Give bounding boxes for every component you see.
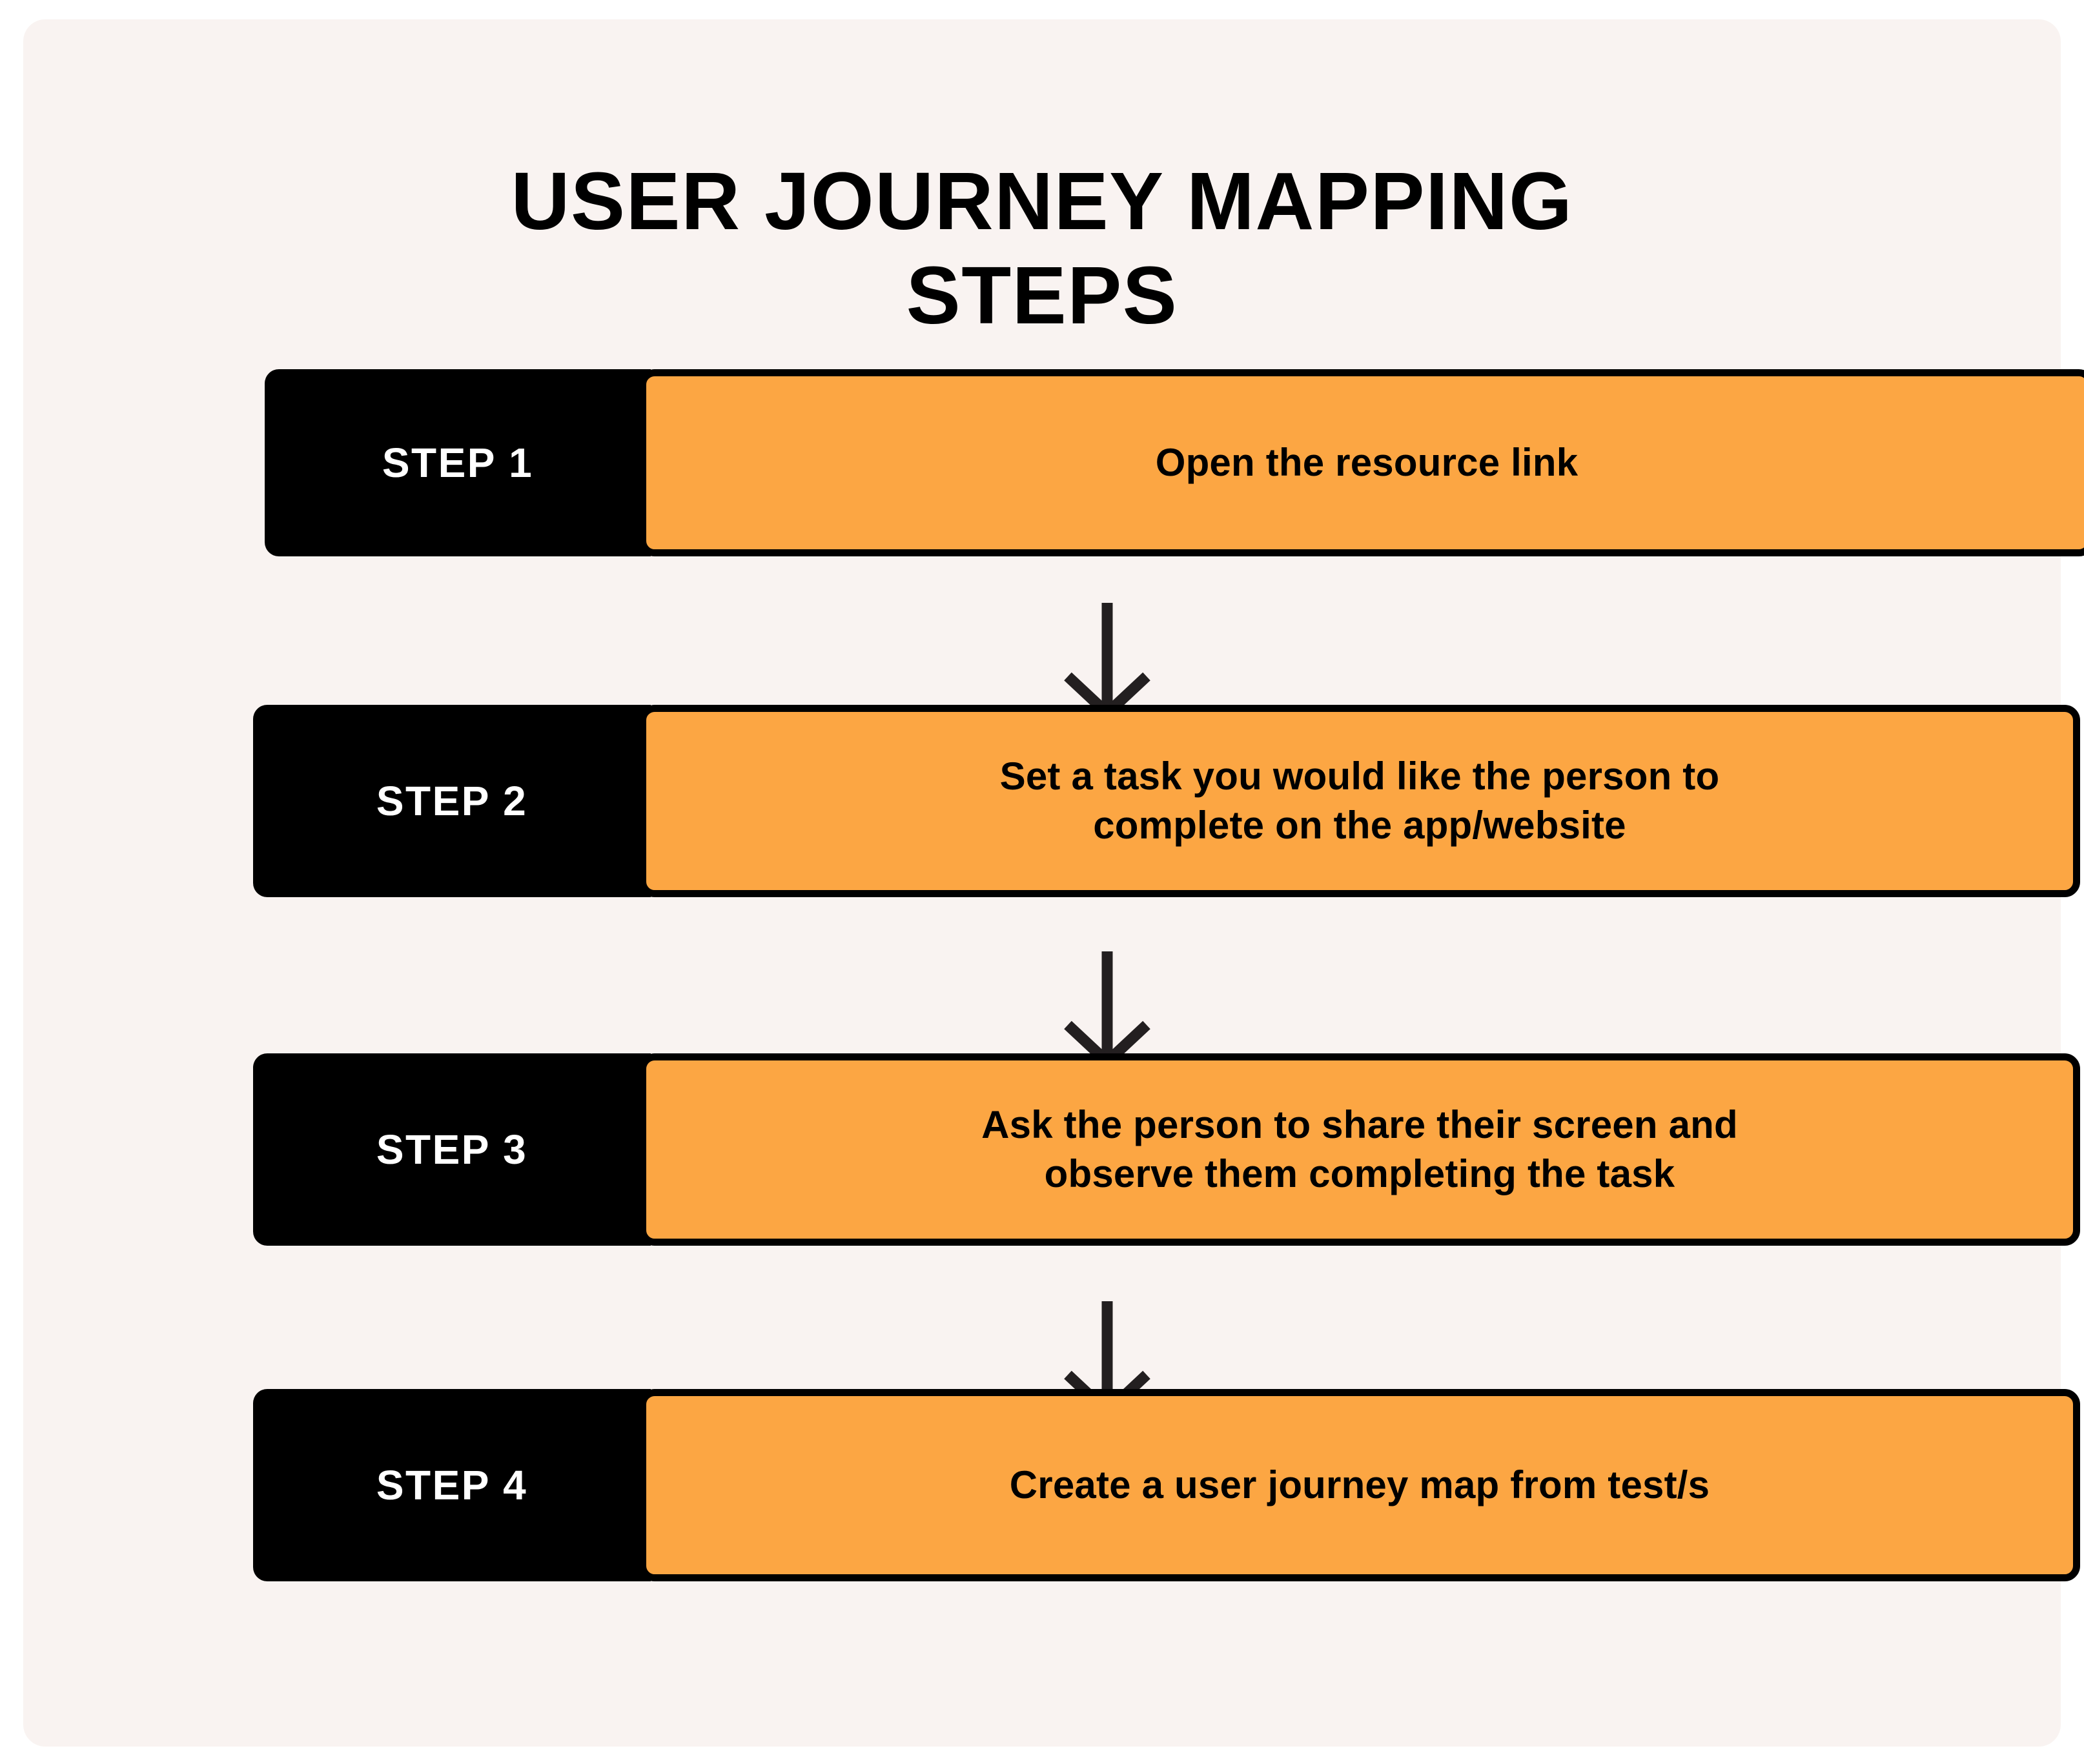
step-badge-1: STEP 1 — [265, 369, 651, 556]
step-text-3: Ask the person to share their screen and… — [981, 1103, 1738, 1195]
infographic-card: USER JOURNEY MAPPING STEPS STEP 1 Open t… — [23, 19, 2084, 1747]
step-badge-4: STEP 4 — [253, 1389, 651, 1581]
step-text-4: Create a user journey map from test/s — [1009, 1463, 1710, 1506]
step-badge-label-1: STEP 1 — [382, 440, 534, 486]
step-badge-label-4: STEP 4 — [376, 1462, 528, 1508]
step-body-4: Create a user journey map from test/s — [639, 1389, 2080, 1581]
step-body-2: Set a task you would like the person to … — [639, 705, 2080, 897]
step-row-1: STEP 1 Open the resource link — [265, 369, 2084, 556]
page-title: USER JOURNEY MAPPING STEPS — [511, 156, 1573, 341]
step-badge-3: STEP 3 — [253, 1053, 651, 1246]
step-badge-label-3: STEP 3 — [376, 1126, 528, 1173]
step-text-2: Set a task you would like the person to … — [999, 755, 1720, 847]
step-row-4: STEP 4 Create a user journey map from te… — [253, 1389, 2080, 1581]
step-badge-label-2: STEP 2 — [376, 778, 528, 824]
step-body-1: Open the resource link — [639, 369, 2084, 556]
step-row-2: STEP 2 Set a task you would like the per… — [253, 705, 2080, 897]
arrow-step1-to-step2-icon — [1054, 600, 1161, 718]
step-badge-2: STEP 2 — [253, 705, 651, 897]
arrow-step2-to-step3-icon — [1054, 949, 1161, 1066]
step-body-3: Ask the person to share their screen and… — [639, 1053, 2080, 1246]
steps-list: STEP 1 Open the resource link STEP 2 — [23, 19, 2084, 1747]
step-text-1: Open the resource link — [1155, 441, 1578, 484]
step-row-3: STEP 3 Ask the person to share their scr… — [253, 1053, 2080, 1246]
